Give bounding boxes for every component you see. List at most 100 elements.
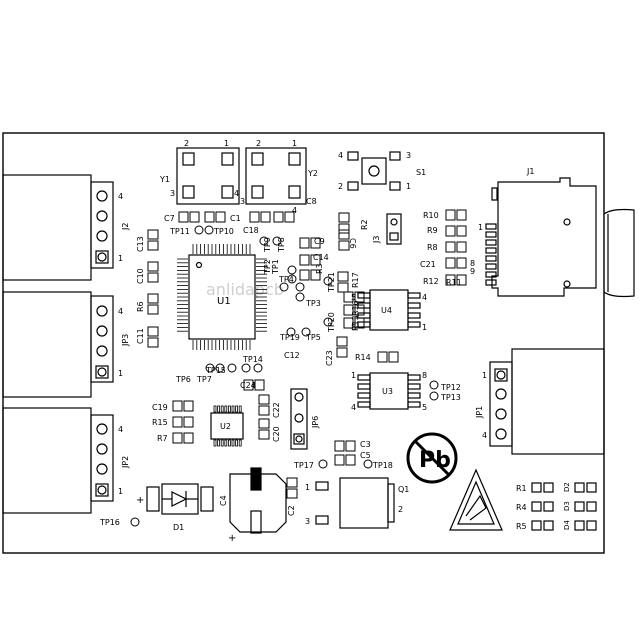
label-tp5: TP5 (305, 333, 321, 342)
passive-pad (334, 440, 345, 452)
u4-pin-1: 1 (422, 323, 427, 332)
u3-pin-1: 1 (351, 371, 356, 380)
test-point (429, 391, 439, 401)
label-r14: R14 (355, 353, 371, 362)
passive-pad (456, 241, 467, 253)
passive-pad (215, 211, 226, 223)
label-tp3: TP3 (305, 299, 321, 308)
passive-pad (204, 211, 215, 223)
r5-label: R5 (516, 522, 527, 531)
passive-pad (456, 209, 467, 221)
u2-pin (227, 439, 231, 447)
passive-pad (445, 225, 456, 237)
passive-pad (337, 271, 349, 282)
label-tp4: TP4 (278, 275, 294, 284)
label-c21: C21 (420, 260, 436, 269)
u2-pin (235, 439, 239, 447)
passive-pad (377, 351, 388, 363)
test-point (215, 363, 225, 373)
passive-pad (286, 477, 298, 488)
s1-label: S1 (416, 168, 426, 177)
test-point (130, 517, 140, 527)
passive-pad (310, 237, 321, 249)
jp2-label: JP2 (121, 456, 130, 469)
r4-label: R4 (516, 503, 527, 512)
test-point (295, 292, 305, 302)
u2-pin (227, 405, 231, 413)
q1-label: Q1 (398, 485, 409, 494)
passive-pad (334, 454, 345, 466)
jp3-pin-4: 4 (118, 307, 123, 316)
j1-pin-9: 9 (470, 267, 475, 276)
j2-pin-4: 4 (118, 192, 123, 201)
esd-warning-icon (449, 468, 503, 531)
j1-pin-1: 1 (478, 223, 483, 232)
jp6-label: JP6 (311, 416, 320, 429)
passive-pad (258, 429, 270, 440)
test-point (318, 459, 328, 469)
test-point (272, 236, 282, 246)
y2-label: Y2 (307, 169, 318, 178)
passive-pad (299, 254, 310, 266)
passive-pad (183, 416, 194, 428)
label-c19: C19 (152, 403, 168, 412)
u3-pin-5: 5 (422, 403, 427, 412)
jp1-label: JP1 (475, 406, 484, 419)
jp2-pin-1: 1 (118, 487, 123, 496)
passive-pad (260, 211, 271, 223)
label-tp19: TP19 (279, 333, 300, 342)
u3-pin-8: 8 (422, 371, 427, 380)
u2-pin (217, 405, 221, 413)
passive-pad (299, 269, 310, 281)
label-r16: R16 (351, 300, 360, 316)
passive-pad (337, 282, 349, 293)
d2-label: D2 (563, 482, 571, 492)
passive-pad (336, 347, 348, 358)
y2-pin-3: 3 (240, 197, 245, 206)
passive-pad (310, 254, 321, 266)
lead-free-icon: Pb (406, 432, 458, 484)
passive-pad (345, 454, 356, 466)
j1-pin-8: 8 (470, 259, 475, 268)
label-c12: C12 (284, 351, 300, 360)
passive-pad (254, 379, 265, 391)
u1-label: U1 (217, 296, 231, 307)
jumper-jp6: JP6 (290, 388, 320, 450)
label-c11: C11 (136, 328, 145, 344)
test-point (301, 327, 311, 337)
label-tp16: TP16 (99, 518, 120, 527)
passive-pad (243, 379, 254, 391)
passive-pad (445, 241, 456, 253)
q1-pin-1: 1 (305, 483, 310, 492)
s1-pin-1: 1 (406, 182, 411, 191)
c4-label: C4 (219, 495, 228, 506)
q1-pin-3: 3 (305, 517, 310, 526)
j2-label: J2 (121, 223, 130, 231)
board-outline (2, 132, 605, 554)
test-point (259, 236, 269, 246)
label-r3: R3 (315, 263, 324, 274)
d3-label: D3 (563, 501, 571, 511)
label-c14: C14 (313, 253, 329, 262)
test-point (363, 459, 373, 469)
u2-pin (235, 405, 239, 413)
label-c8: C8 (306, 197, 317, 206)
label-c13: C13 (136, 236, 145, 252)
passive-pad (354, 304, 365, 316)
test-point (287, 274, 297, 284)
test-point (253, 363, 263, 373)
j1-label: J1 (526, 167, 534, 176)
label-tp17: TP17 (293, 461, 314, 470)
s1-pin-3: 3 (406, 151, 411, 160)
u2-label: U2 (220, 422, 231, 431)
label-tp12: TP12 (440, 383, 461, 392)
passive-pad (343, 317, 354, 329)
led-d4-row: R5 D4 (516, 520, 597, 531)
s1-pin-2: 2 (338, 182, 343, 191)
passive-pad (338, 229, 350, 240)
u2-pin (220, 405, 224, 413)
connector-j2: 4 1 J2 (2, 174, 130, 281)
connector-jp2: 4 1 JP2 (2, 407, 130, 514)
passive-pads (147, 209, 467, 499)
label-r12: R12 (423, 277, 439, 286)
